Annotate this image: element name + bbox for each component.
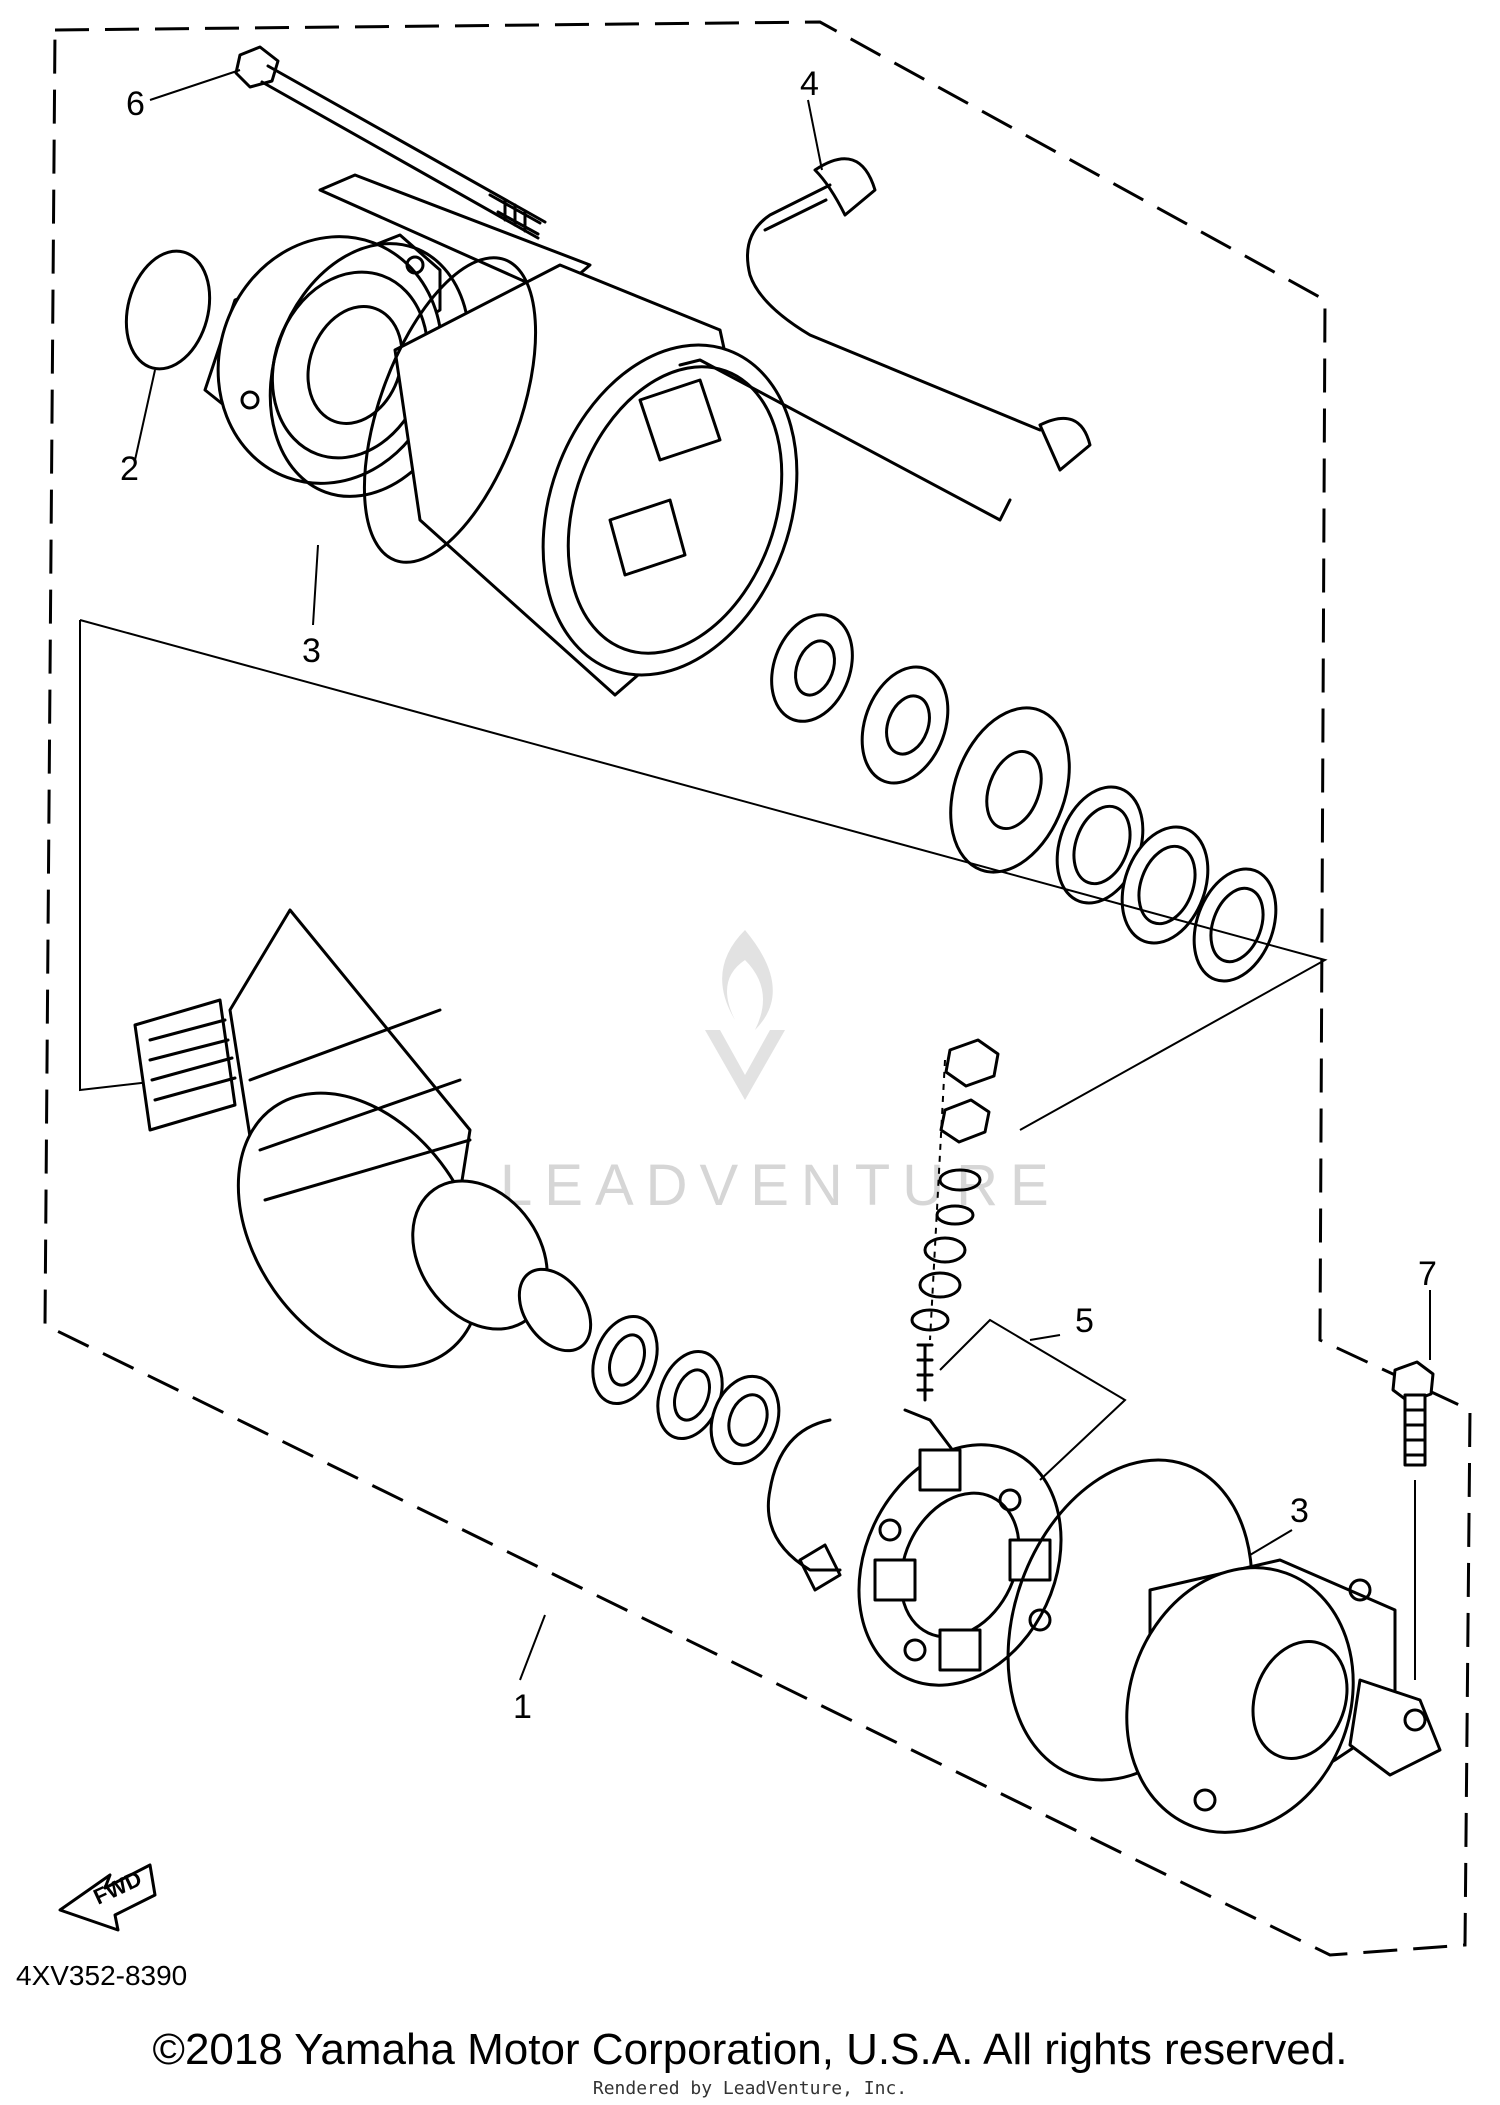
callout-3-rear: 3 xyxy=(1290,1492,1309,1530)
callout-1: 1 xyxy=(513,1688,532,1726)
kit-bracket-lines xyxy=(79,619,1328,1131)
diagram-code: 4XV352-8390 xyxy=(16,1960,188,1991)
brush-holder-5 xyxy=(766,1408,1063,1687)
callout-3-front: 3 xyxy=(302,632,321,670)
callout-6: 6 xyxy=(126,85,145,123)
callout-numbers: 6 2 3 4 5 3 1 7 xyxy=(120,65,1437,1726)
rendered-by-notice: Rendered by LeadVenture, Inc. xyxy=(592,2078,908,2099)
callout-5: 5 xyxy=(1075,1302,1094,1340)
armature xyxy=(133,908,593,1369)
rear-cover xyxy=(1125,1558,1442,1834)
lead-wire-4 xyxy=(678,157,1092,522)
kit-bracket-5 xyxy=(939,1318,1127,1481)
copyright-notice: ©2018 Yamaha Motor Corporation, U.S.A. A… xyxy=(152,2025,1348,2074)
callout-2: 2 xyxy=(120,450,139,488)
callout-4: 4 xyxy=(800,65,819,103)
bolt-7 xyxy=(1391,1360,1435,1680)
armature-washers xyxy=(591,1314,781,1466)
yoke-housing xyxy=(362,256,799,697)
callout-7: 7 xyxy=(1418,1255,1437,1293)
callout-leaders xyxy=(134,69,1431,1681)
terminal-nuts-washers xyxy=(910,1038,1000,1402)
o-ring-2 xyxy=(124,249,212,371)
washer-stack xyxy=(770,613,1278,983)
assembly-dashed-outline xyxy=(43,20,1472,1957)
fwd-arrow-icon: FWD xyxy=(58,1863,157,1932)
